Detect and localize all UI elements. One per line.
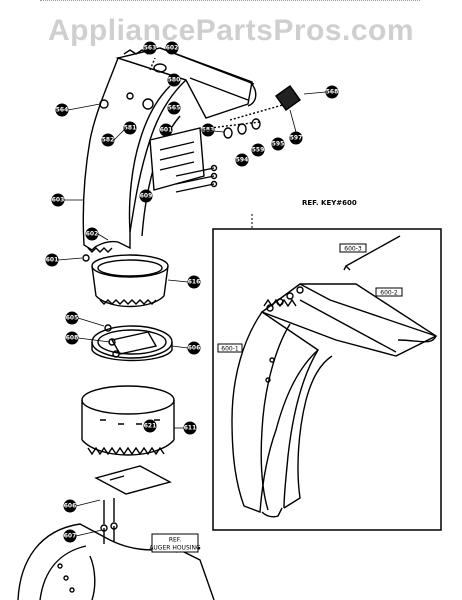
callout-621: 621	[143, 419, 157, 433]
mounting-bracket	[94, 465, 172, 544]
svg-text:594: 594	[236, 157, 249, 164]
svg-text:583: 583	[202, 127, 215, 134]
callout-581: 581	[123, 121, 137, 135]
callout-559: 559	[251, 143, 265, 157]
callout-583: 583	[201, 123, 215, 137]
callout-605: 605	[65, 311, 79, 325]
svg-text:580: 580	[168, 77, 181, 84]
callout-597: 597	[289, 131, 303, 145]
callout-582: 582	[101, 133, 115, 147]
callout-563: 563	[143, 41, 157, 55]
svg-text:616: 616	[188, 279, 201, 286]
svg-text:565: 565	[168, 105, 181, 112]
inset-tag-600-3: 600-3	[339, 243, 367, 253]
svg-text:606: 606	[64, 503, 77, 510]
svg-text:568: 568	[326, 89, 339, 96]
svg-text:601: 601	[160, 127, 173, 134]
chute-deflector	[82, 47, 301, 262]
watermark-text: AppliancePartsPros.com	[47, 14, 415, 47]
leader-lines	[57, 91, 327, 537]
callout-603: 603	[51, 193, 65, 207]
svg-text:602: 602	[86, 231, 99, 238]
svg-text:608: 608	[66, 335, 79, 342]
chute-base-plate	[91, 324, 173, 362]
svg-text:607: 607	[64, 533, 77, 540]
callout-616: 616	[187, 275, 201, 289]
svg-text:611: 611	[184, 425, 197, 432]
callout-594: 594	[235, 153, 249, 167]
svg-text:REF.: REF.	[169, 537, 181, 544]
svg-text:595: 595	[272, 141, 285, 148]
svg-text:600-1: 600-1	[221, 346, 239, 353]
svg-text:600-2: 600-2	[380, 290, 398, 297]
svg-text:AUGER HOUSING: AUGER HOUSING	[149, 545, 201, 552]
svg-text:563: 563	[144, 45, 157, 52]
inset-tag-600-2: 600-2	[375, 287, 403, 297]
callout-602: 602	[165, 41, 179, 55]
svg-text:559: 559	[252, 147, 265, 154]
callout-565: 565	[167, 101, 181, 115]
inset-chute	[231, 235, 438, 518]
chute-ring	[91, 254, 169, 308]
svg-text:564: 564	[56, 107, 69, 114]
callout-608: 608	[65, 331, 79, 345]
svg-text:582: 582	[102, 137, 115, 144]
inset-tag-600-1: 600-1	[217, 343, 243, 353]
callout-568: 568	[325, 85, 339, 99]
svg-text:606: 606	[188, 345, 201, 352]
svg-text:581: 581	[124, 125, 137, 132]
callout-580: 580	[167, 73, 181, 87]
callout-606: 606	[187, 341, 201, 355]
svg-text:603: 603	[52, 197, 65, 204]
svg-text:597: 597	[290, 135, 303, 142]
callout-601-lower: 601	[45, 253, 59, 267]
chute-lower-ring	[81, 385, 175, 456]
callout-601: 601	[159, 123, 173, 137]
svg-text:601: 601	[46, 257, 59, 264]
svg-text:600-3: 600-3	[344, 246, 362, 253]
svg-text:602: 602	[166, 45, 179, 52]
svg-text:609: 609	[140, 193, 153, 200]
top-border-line	[40, 0, 420, 5]
callout-602-lower: 602	[85, 227, 99, 241]
ref-auger-housing-box: REF. AUGER HOUSING	[149, 533, 201, 553]
svg-text:605: 605	[66, 315, 79, 322]
callout-611: 611	[183, 421, 197, 435]
callout-607: 607	[63, 529, 77, 543]
svg-text:621: 621	[144, 423, 157, 430]
callout-564: 564	[55, 103, 69, 117]
inset-ref-label: REF. KEY#600	[302, 199, 357, 207]
callout-595: 595	[271, 137, 285, 151]
callout-606-lower: 606	[63, 499, 77, 513]
callout-609: 609	[139, 189, 153, 203]
